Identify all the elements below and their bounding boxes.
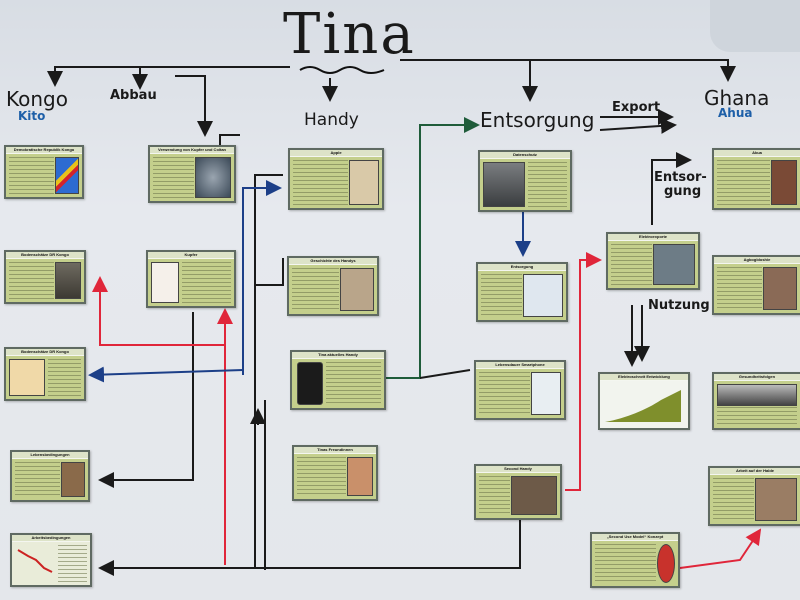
card-title: Elektroexporte bbox=[608, 234, 698, 240]
arrow-abbau bbox=[175, 75, 213, 137]
poster-corner-shadow bbox=[710, 0, 800, 52]
girl-photo-icon bbox=[347, 457, 373, 496]
card-title: Geschichte des Handys bbox=[289, 258, 377, 264]
card-title: Tina aktuelles Handy bbox=[292, 352, 384, 358]
flag-congo-icon bbox=[55, 157, 79, 194]
device-parts-icon bbox=[195, 157, 231, 198]
poster-title: Tina bbox=[283, 2, 416, 67]
card-title: Arbeit auf der Halde bbox=[710, 468, 800, 474]
card-title: Verwendung von Kupfer und Coltan bbox=[150, 147, 234, 153]
card-title: Arbeitsbedingungen bbox=[12, 535, 90, 541]
phone-case-icon bbox=[531, 372, 561, 415]
e-waste-photo-icon bbox=[483, 162, 525, 207]
label-kongo-capital: Kito bbox=[18, 109, 46, 123]
title-underline bbox=[299, 66, 385, 74]
dump-photo-icon bbox=[763, 267, 797, 310]
card-title: Elektroschrott Entwicklung bbox=[600, 374, 688, 380]
card-title: Agbogbloshie bbox=[714, 257, 800, 263]
label-export: Export bbox=[612, 100, 661, 115]
card-title: Second Handy bbox=[476, 466, 560, 472]
card-title: „Second Use Model“ Konzept bbox=[592, 534, 678, 540]
card-title: Lebensdauer Smartphone bbox=[476, 362, 564, 368]
card-title: Entsorgung bbox=[478, 264, 566, 270]
card-entsorgung-2[interactable]: Entsorgung bbox=[476, 262, 568, 322]
recycling-sign-icon bbox=[523, 274, 563, 317]
card-ghana-4[interactable]: Arbeit auf der Halde bbox=[708, 466, 800, 526]
card-title: Tinas Freundinnen bbox=[294, 447, 376, 453]
card-entsorgung-3[interactable]: Lebensdauer Smartphone bbox=[474, 360, 566, 420]
apple-product-icon bbox=[349, 160, 379, 205]
workers-dump-photo-icon bbox=[755, 478, 797, 521]
card-kongo-1[interactable]: Demokratische Republik Kongo bbox=[4, 145, 84, 199]
arrow-tina-ghana bbox=[400, 59, 736, 82]
card-title: Bodenschätze DR Kongo bbox=[6, 349, 84, 355]
used-phone-photo-icon bbox=[511, 476, 557, 515]
card-elektroexporte[interactable]: Elektroexporte bbox=[606, 232, 700, 290]
card-title: Lebensbedingungen bbox=[12, 452, 88, 458]
smartphone-icon bbox=[297, 362, 323, 405]
label-entsorgung: Entsorgung bbox=[480, 108, 595, 132]
card-title: Demokratische Republik Kongo bbox=[6, 147, 82, 153]
card-ghana-1[interactable]: Akua bbox=[712, 148, 800, 210]
handy-hand-icon bbox=[340, 268, 374, 311]
card-handy-2[interactable]: Geschichte des Handys bbox=[287, 256, 379, 316]
card-entsorgung-4[interactable]: Second Handy bbox=[474, 464, 562, 520]
container-photo-icon bbox=[653, 244, 695, 285]
card-kongo-5[interactable]: Arbeitsbedingungen bbox=[10, 533, 92, 587]
card-kongo-2[interactable]: Bodenschätze DR Kongo bbox=[4, 250, 86, 304]
card-handy-1[interactable]: Apple bbox=[288, 148, 384, 210]
card-entsorgung-5[interactable]: „Second Use Model“ Konzept bbox=[590, 532, 680, 588]
card-title: Datenschutz bbox=[480, 152, 570, 158]
area-chart-icon bbox=[605, 390, 681, 422]
smoke-photo-icon bbox=[717, 384, 797, 406]
label-nutzung: Nutzung bbox=[648, 298, 710, 313]
workers-photo-icon bbox=[61, 462, 85, 497]
label-entsorgung-split-1: Entsor- bbox=[654, 170, 707, 185]
card-abbau-1[interactable]: Verwendung von Kupfer und Coltan bbox=[148, 145, 236, 203]
card-title: Bodenschätze DR Kongo bbox=[6, 252, 84, 258]
label-ghana-capital: Ahua bbox=[718, 106, 753, 120]
label-handy: Handy bbox=[304, 110, 359, 130]
card-ghana-3[interactable]: Gesundheitsfolgen bbox=[712, 372, 800, 430]
card-kongo-4[interactable]: Lebensbedingungen bbox=[10, 450, 90, 502]
card-title: Kupfer bbox=[148, 252, 234, 258]
portrait-photo-icon bbox=[771, 160, 797, 205]
label-kongo: Kongo bbox=[6, 87, 68, 111]
card-entsorgung-1[interactable]: Datenschutz bbox=[478, 150, 572, 212]
mine-photo-icon bbox=[55, 262, 81, 299]
card-kongo-3[interactable]: Bodenschätze DR Kongo bbox=[4, 347, 86, 401]
card-handy-3[interactable]: Tina aktuelles Handy bbox=[290, 350, 386, 410]
africa-map-icon bbox=[9, 359, 45, 396]
card-abbau-2[interactable]: Kupfer bbox=[146, 250, 236, 308]
cables-icon bbox=[151, 262, 179, 303]
card-elektroschrott-chart[interactable]: Elektroschrott Entwicklung bbox=[598, 372, 690, 430]
badge-icon bbox=[657, 544, 675, 583]
label-entsorgung-split-2: gung bbox=[664, 184, 702, 199]
label-ghana: Ghana bbox=[704, 86, 770, 110]
card-handy-4[interactable]: Tinas Freundinnen bbox=[292, 445, 378, 501]
card-title: Gesundheitsfolgen bbox=[714, 374, 800, 380]
card-title: Akua bbox=[714, 150, 800, 156]
card-title: Apple bbox=[290, 150, 382, 156]
card-ghana-2[interactable]: Agbogbloshie bbox=[712, 255, 800, 315]
arrow-tina-kongo bbox=[47, 66, 290, 87]
chart-down-icon bbox=[17, 549, 53, 573]
label-abbau: Abbau bbox=[110, 88, 157, 103]
